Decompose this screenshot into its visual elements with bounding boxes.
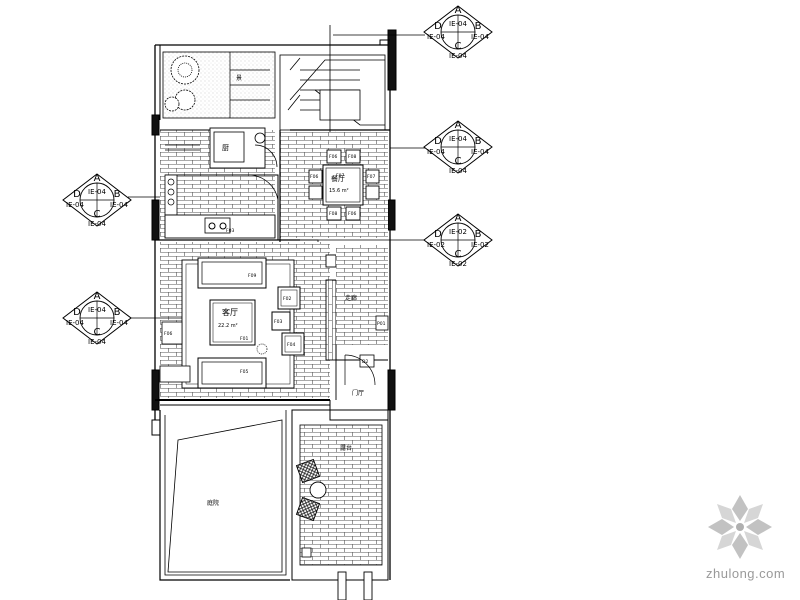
- hall-label: 走廊: [345, 294, 357, 302]
- watermark-logo-icon: [708, 495, 772, 559]
- marker-code: IE-04: [110, 201, 128, 209]
- marker-letter: C: [455, 249, 462, 260]
- marker-code: IE-04: [471, 33, 489, 41]
- marker-code: IE-04: [427, 148, 445, 156]
- dining-area-label: 15.6 m²: [329, 188, 349, 194]
- courtyard: 庭院: [159, 410, 290, 581]
- furniture-tag: F05: [240, 369, 248, 375]
- furniture-tag: F01: [240, 336, 248, 342]
- furniture-tag: F06: [329, 154, 337, 160]
- marker-letter: B: [475, 229, 482, 240]
- marker-letter: A: [455, 213, 462, 224]
- entry-label: 门厅: [352, 389, 364, 397]
- watermark-text: zhulong.com: [706, 566, 786, 581]
- furniture-tag: P01: [377, 321, 386, 327]
- marker-letter: D: [73, 307, 81, 318]
- marker-code: IE-04: [449, 52, 467, 60]
- furniture-tag: F03: [274, 319, 282, 325]
- marker-code: IE-04: [88, 306, 106, 314]
- marker-code: IE-04: [88, 188, 106, 196]
- courtyard-label: 庭院: [207, 499, 219, 507]
- furniture-tag: F08: [329, 211, 337, 217]
- marker-letter: B: [114, 307, 121, 318]
- marker-code: IE-04: [449, 167, 467, 175]
- marker-letter: A: [94, 291, 101, 302]
- lounge-chair-icon: [295, 458, 327, 522]
- furniture-tag: F06: [310, 174, 318, 180]
- planter-icon: [164, 55, 200, 112]
- marker-code: IE-04: [88, 220, 106, 228]
- kitchen-room: 厨: [160, 127, 279, 240]
- marker-leader-lines: [128, 34, 430, 319]
- marker-letter: D: [434, 21, 442, 32]
- terrace: 露台: [291, 409, 389, 600]
- marker-letter: C: [94, 209, 101, 220]
- furniture-tag: F08: [348, 154, 356, 160]
- hall: 走廊 门厅: [329, 245, 389, 421]
- marker-letter: A: [455, 120, 462, 131]
- marker-code: IE-04: [66, 319, 84, 327]
- living-area-label: 22.2 m²: [218, 323, 238, 329]
- double-door: [337, 571, 373, 600]
- furniture-tag: F06: [164, 331, 172, 337]
- marker-letter: D: [434, 136, 442, 147]
- marker-letter: D: [434, 229, 442, 240]
- marker-letter: A: [94, 173, 101, 184]
- marker-code: IE-04: [66, 201, 84, 209]
- kitchen-label: 厨: [222, 144, 229, 152]
- marker-code: IE-04: [449, 135, 467, 143]
- marker-code: IE-02: [427, 241, 445, 249]
- furniture-tag: F02: [283, 296, 291, 302]
- marker-code: IE-04: [88, 338, 106, 346]
- marker-code: IE-04: [449, 20, 467, 28]
- marker-letter: A: [455, 5, 462, 16]
- dining-room: 餐厅 15.6 m²: [279, 130, 388, 256]
- living-label: 客厅: [222, 307, 238, 317]
- marker-code: IE-02: [449, 228, 467, 236]
- marker-code: IE-04: [471, 148, 489, 156]
- furniture-tag: F04: [287, 342, 295, 348]
- furniture-tags: F06 F07 F08 F06 F08 F06 F07 F09 F02 F03 …: [164, 154, 386, 375]
- marker-code: IE-04: [427, 33, 445, 41]
- stair: [279, 25, 386, 141]
- living-room: 客厅 22.2 m²: [159, 242, 337, 398]
- marker-letter: C: [94, 327, 101, 338]
- furniture-tag: F09: [248, 273, 256, 279]
- garden-area: 景: [162, 51, 276, 119]
- furniture-tag: F06: [348, 211, 356, 217]
- terrace-label: 露台: [340, 444, 352, 452]
- furniture-tag: F07: [367, 174, 375, 180]
- marker-letter: C: [455, 41, 462, 52]
- marker-letter: C: [455, 156, 462, 167]
- furniture-tag: D2: [362, 359, 368, 365]
- marker-code: IE-04: [110, 319, 128, 327]
- marker-code: IE-02: [449, 260, 467, 268]
- exterior-walls: [151, 29, 397, 580]
- furniture-tag: F03: [226, 228, 234, 234]
- furniture-tag: F07: [336, 173, 344, 179]
- dining-label: 餐厅: [331, 174, 345, 183]
- marker-letter: B: [114, 189, 121, 200]
- marker-letter: B: [475, 21, 482, 32]
- marker-letter: D: [73, 189, 81, 200]
- garden-label: 景: [236, 75, 242, 82]
- marker-code: IE-02: [471, 241, 489, 249]
- marker-letter: B: [475, 136, 482, 147]
